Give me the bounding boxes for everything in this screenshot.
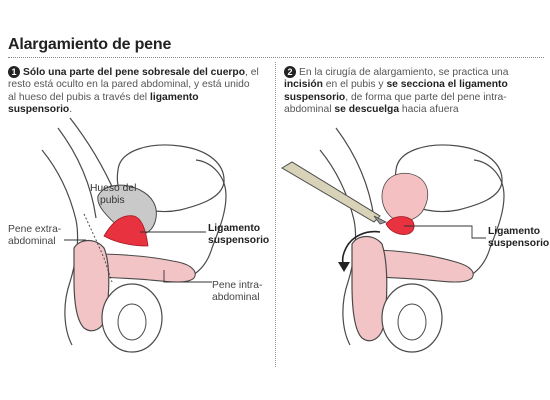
panel-2-body-outline-outer bbox=[319, 149, 357, 346]
panel-1-body-outline-inner bbox=[57, 127, 97, 219]
panel-2-bladder-pink bbox=[381, 172, 429, 222]
step-1-bold-end: ligamento suspensorio bbox=[8, 91, 199, 116]
panel-2-penis-intra bbox=[367, 249, 474, 283]
label-lig1-line1: Ligamento bbox=[208, 223, 261, 234]
step-1-text-a: , el resto está oculto en la pared abdom… bbox=[8, 67, 259, 103]
label-extra-line2: abdominal bbox=[8, 235, 56, 247]
label-extra-line1: Pene extra- bbox=[8, 224, 62, 235]
panel-2-cut-ligament bbox=[385, 216, 415, 235]
panel-1-body-outline-outer bbox=[41, 149, 79, 346]
step-1-bold-lead: Sólo una parte del pene sobresale del cu… bbox=[23, 67, 246, 78]
label-pene-extra-abdominal: Pene extra- abdominal bbox=[8, 224, 61, 247]
panel-2-body-outline-inner bbox=[335, 127, 375, 219]
step-2-bold-c: se descuelga bbox=[334, 104, 400, 116]
step-2-text-b: en el pubis y bbox=[322, 79, 387, 91]
label-lig2-line2: suspensorio bbox=[488, 237, 550, 249]
label-hueso-line2: pubis bbox=[100, 194, 125, 206]
label-lig2-line1: Ligamento bbox=[488, 226, 541, 237]
panel-2-anatomy bbox=[281, 127, 505, 353]
panel-2-scalpel bbox=[281, 161, 381, 223]
label-hueso-del-pubis: Hueso del pubis bbox=[90, 183, 136, 206]
panel-2-testicle bbox=[397, 303, 427, 341]
step-2-text-c: , de forma que parte del pene intra-abdo… bbox=[284, 91, 507, 116]
step-2-bold-a: incisión bbox=[284, 79, 323, 91]
step-1-text-b: . bbox=[69, 104, 73, 116]
panel-2-pull-arrow bbox=[341, 230, 381, 267]
panel-2-scalpel-blade bbox=[373, 215, 388, 225]
panel-2-penis-extra bbox=[351, 235, 388, 342]
panel-2-rectum bbox=[465, 159, 505, 279]
label-lig1-line2: suspensorio bbox=[208, 234, 270, 246]
panel-1-suspensory-ligament bbox=[103, 215, 149, 247]
panel-1-rectum bbox=[187, 159, 227, 279]
panel-1-anatomy bbox=[41, 117, 227, 353]
label-intra-line1: Pene intra- bbox=[212, 280, 263, 291]
panel-1-penis-intra bbox=[91, 253, 196, 283]
page-title: Alargamiento de pene bbox=[8, 36, 172, 53]
title-rule bbox=[8, 57, 544, 58]
panel-1-testicle bbox=[117, 303, 147, 341]
step-2-bold-b: se secciona el ligamento suspensorio bbox=[284, 79, 508, 103]
label-ligamento-suspensorio-2: Ligamento suspensorio bbox=[488, 226, 549, 249]
panel-2-arrow-head bbox=[338, 262, 350, 272]
step-2-number: 2 bbox=[284, 66, 296, 78]
panel-1-leader-intra bbox=[163, 270, 212, 283]
label-intra-line2: abdominal bbox=[212, 291, 260, 303]
panel-1-skin-dashed-line bbox=[83, 213, 113, 283]
panel-2-leader-ligament bbox=[404, 225, 486, 239]
label-pene-intra-abdominal: Pene intra- abdominal bbox=[212, 280, 262, 303]
panel-divider bbox=[275, 62, 276, 367]
label-hueso-line1: Hueso del bbox=[90, 183, 137, 194]
step-2-text-d: hacia afuera bbox=[399, 104, 459, 116]
step-1-number: 1 bbox=[8, 66, 20, 78]
label-ligamento-suspensorio-1: Ligamento suspensorio bbox=[208, 223, 269, 246]
step-2-text-a: En la cirugía de alargamiento, se practi… bbox=[299, 67, 509, 78]
